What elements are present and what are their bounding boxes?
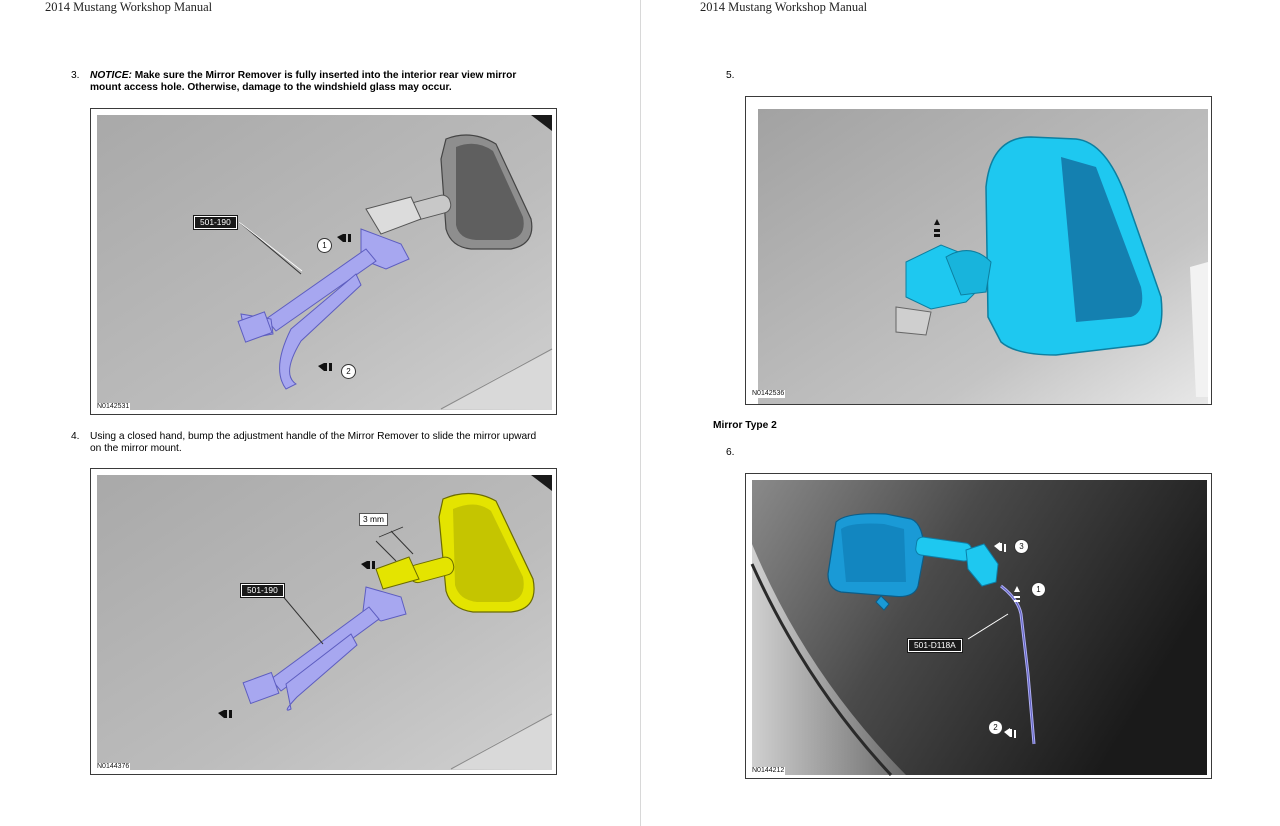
section-heading-mirror-type-2: Mirror Type 2 [713, 420, 777, 431]
step-4-text: Using a closed hand, bump the adjustment… [90, 431, 536, 455]
step-5-number: 5. [726, 70, 735, 81]
figure-id: N0142536 [751, 390, 786, 398]
callout-2: 2 [341, 364, 356, 379]
page-divider [640, 0, 641, 826]
step-4-text-line2: on the mirror mount. [90, 443, 182, 454]
figure-mirror-remover-insert: 501-190 1 2 N0142531 [90, 108, 557, 415]
tool-label-501-190: 501-190 [240, 583, 285, 598]
notice-text-line1: Make sure the Mirror Remover is fully in… [131, 70, 517, 81]
figure-id: N0144376 [96, 763, 131, 771]
callout-3: 3 [1014, 539, 1029, 554]
step-3-notice: NOTICE: Make sure the Mirror Remover is … [90, 70, 516, 94]
dimension-label: 3 mm [359, 513, 388, 526]
figure-mirror-type2: 3 1 2 501-D118A N0144212 [745, 473, 1212, 779]
callout-1: 1 [1031, 582, 1046, 597]
running-head-right: 2014 Mustang Workshop Manual [700, 0, 868, 14]
tool-label-501-d118a: 501-D118A [907, 638, 963, 653]
figure-4-illustration [750, 480, 1207, 777]
figure-3-illustration [758, 109, 1208, 404]
figure-1-illustration [97, 115, 553, 410]
callout-1: 1 [317, 238, 332, 253]
figure-id: N0142531 [96, 403, 131, 411]
figure-bump-handle: 3 mm 501-190 N0144376 [90, 468, 557, 775]
step-6-number: 6. [726, 447, 735, 458]
figure-2-illustration [97, 475, 553, 770]
step-3-number: 3. [71, 70, 80, 81]
notice-label: NOTICE: [90, 70, 132, 81]
right-page: 2014 Mustang Workshop Manual 5. [641, 0, 1280, 826]
running-head-left: 2014 Mustang Workshop Manual [45, 0, 213, 14]
left-page: 2014 Mustang Workshop Manual 3. NOTICE: … [45, 0, 557, 775]
tool-label-501-190: 501-190 [193, 215, 238, 230]
step-4-text-line1: Using a closed hand, bump the adjustment… [90, 431, 537, 442]
notice-text-line2: mount access hole. Otherwise, damage to … [90, 82, 452, 93]
figure-mirror-type1: N0142536 [745, 96, 1212, 405]
figure-id: N0144212 [751, 767, 786, 775]
callout-2: 2 [988, 720, 1003, 735]
step-4-number: 4. [71, 431, 80, 442]
